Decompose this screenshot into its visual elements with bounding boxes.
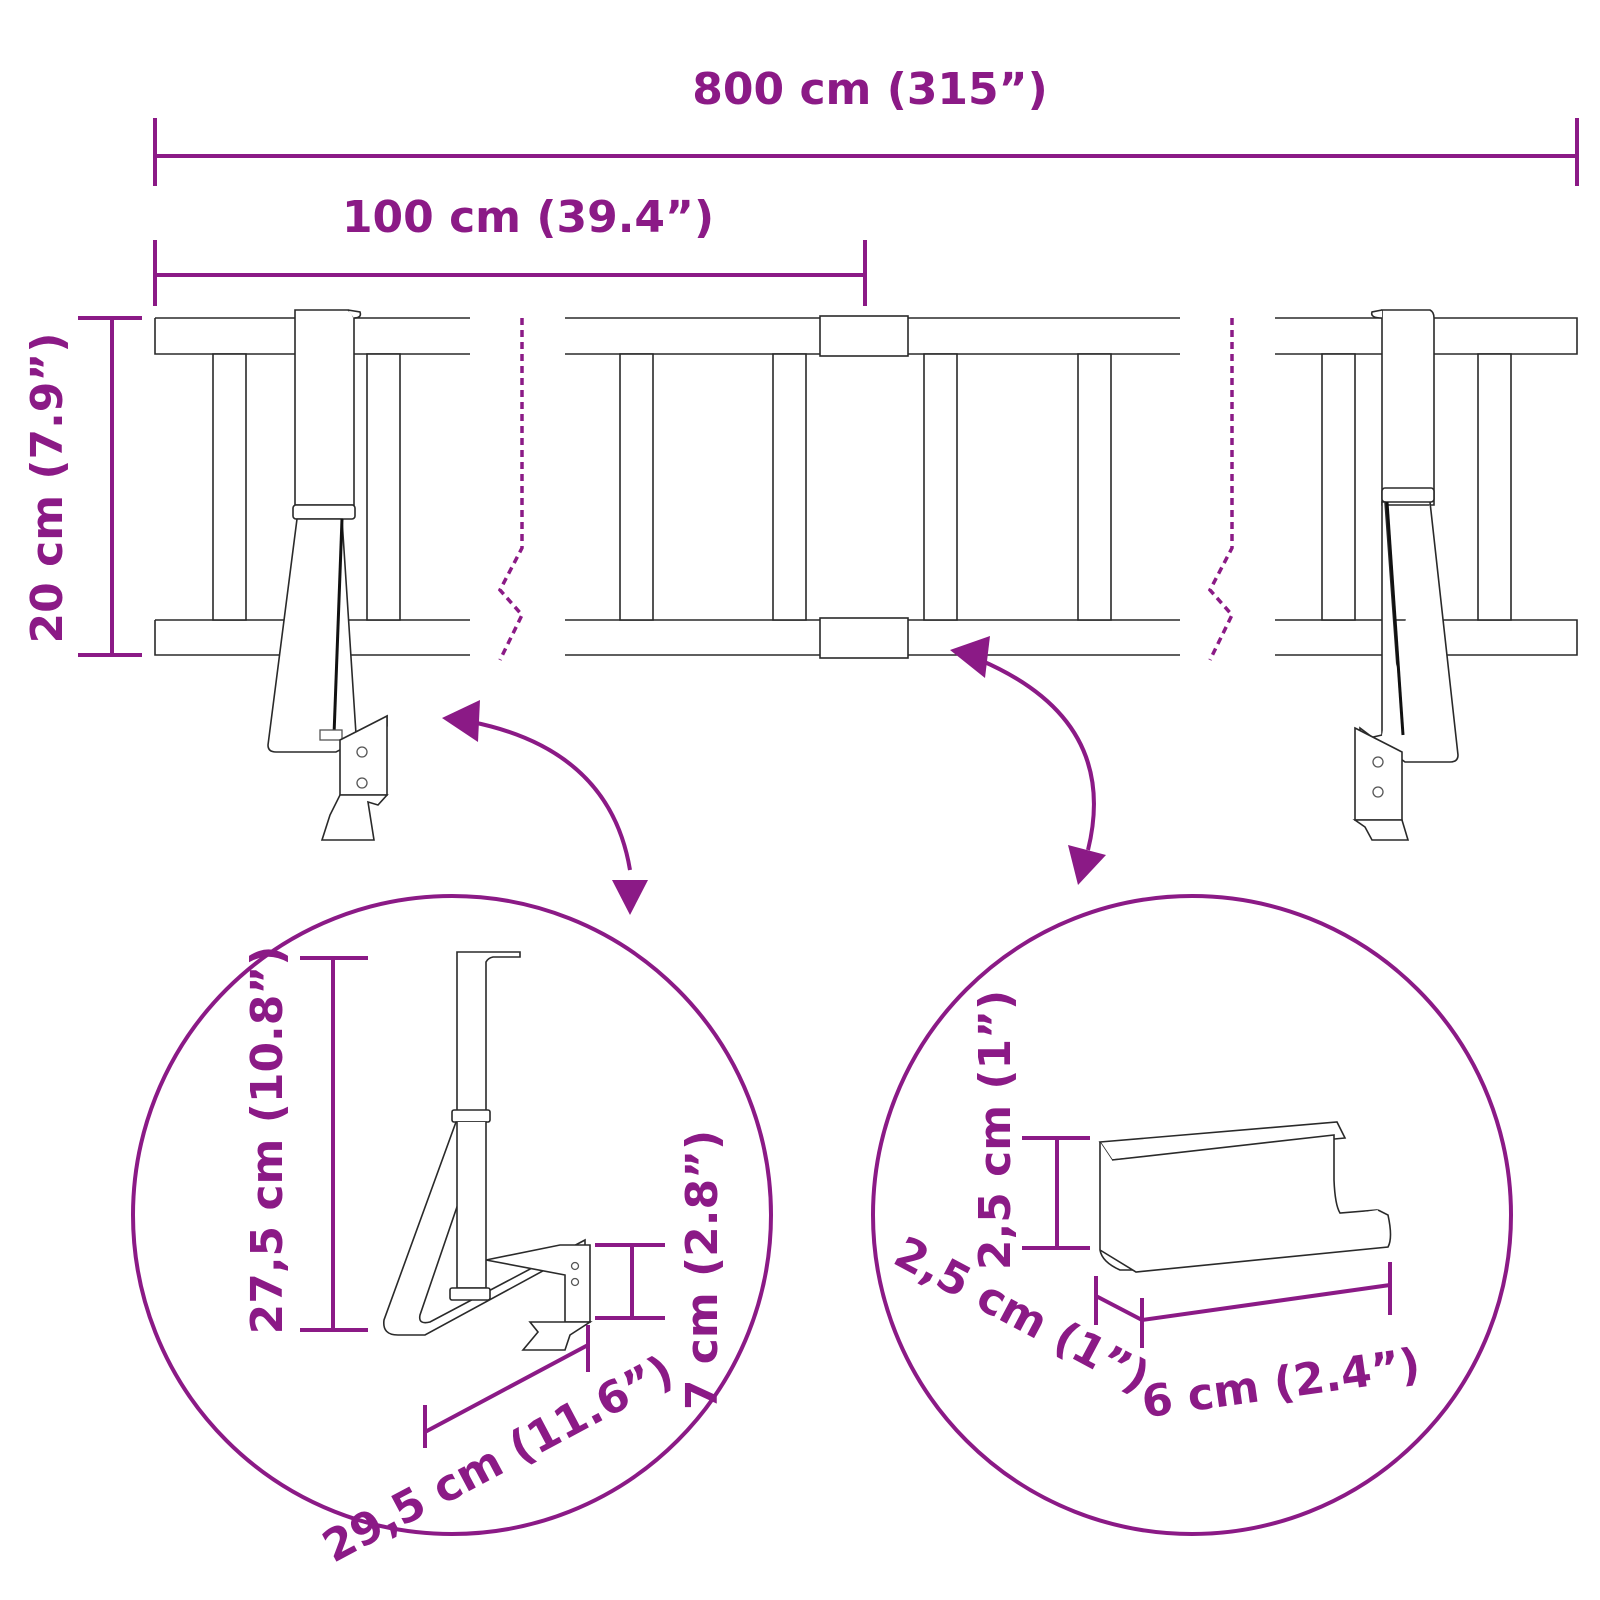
railing-height-dimension: 20 cm (7.9”) [22,316,142,657]
connector-detail-circle: 2,5 cm (1”) 2,5 cm (1”) 6 cm (2.4”) [871,894,1513,1536]
bracket-height-label: 27,5 cm (10.8”) [242,946,293,1335]
bracket-lip-height-label: 7 cm (2.8”) [677,1130,728,1410]
bracket-right-mounted [1352,309,1459,841]
connector-length-label: 6 cm (2.4”) [1139,1339,1424,1429]
break-line-left [497,318,525,661]
total-length-label: 800 cm (315”) [692,64,1047,115]
break-line-right [1207,318,1235,661]
railing-middle-segment [565,315,1180,659]
bracket-left-mounted [267,309,389,841]
railing-left-segment [154,317,470,656]
railing-height-label: 20 cm (7.9”) [22,333,73,644]
arrow-to-connector-detail [950,636,1106,885]
section-length-label: 100 cm (39.4”) [342,192,714,243]
bracket-detail-circle: 27,5 cm (10.8”) 7 cm (2.8”) 29,5 cm (11.… [131,894,773,1573]
bracket-depth-label: 29,5 cm (11.6”) [315,1345,682,1573]
section-length-dimension: 100 cm (39.4”) [153,192,867,306]
total-length-dimension: 800 cm (315”) [153,64,1579,186]
arrow-to-bracket-detail [442,700,648,915]
connector-height-label: 2,5 cm (1”) [970,990,1021,1270]
